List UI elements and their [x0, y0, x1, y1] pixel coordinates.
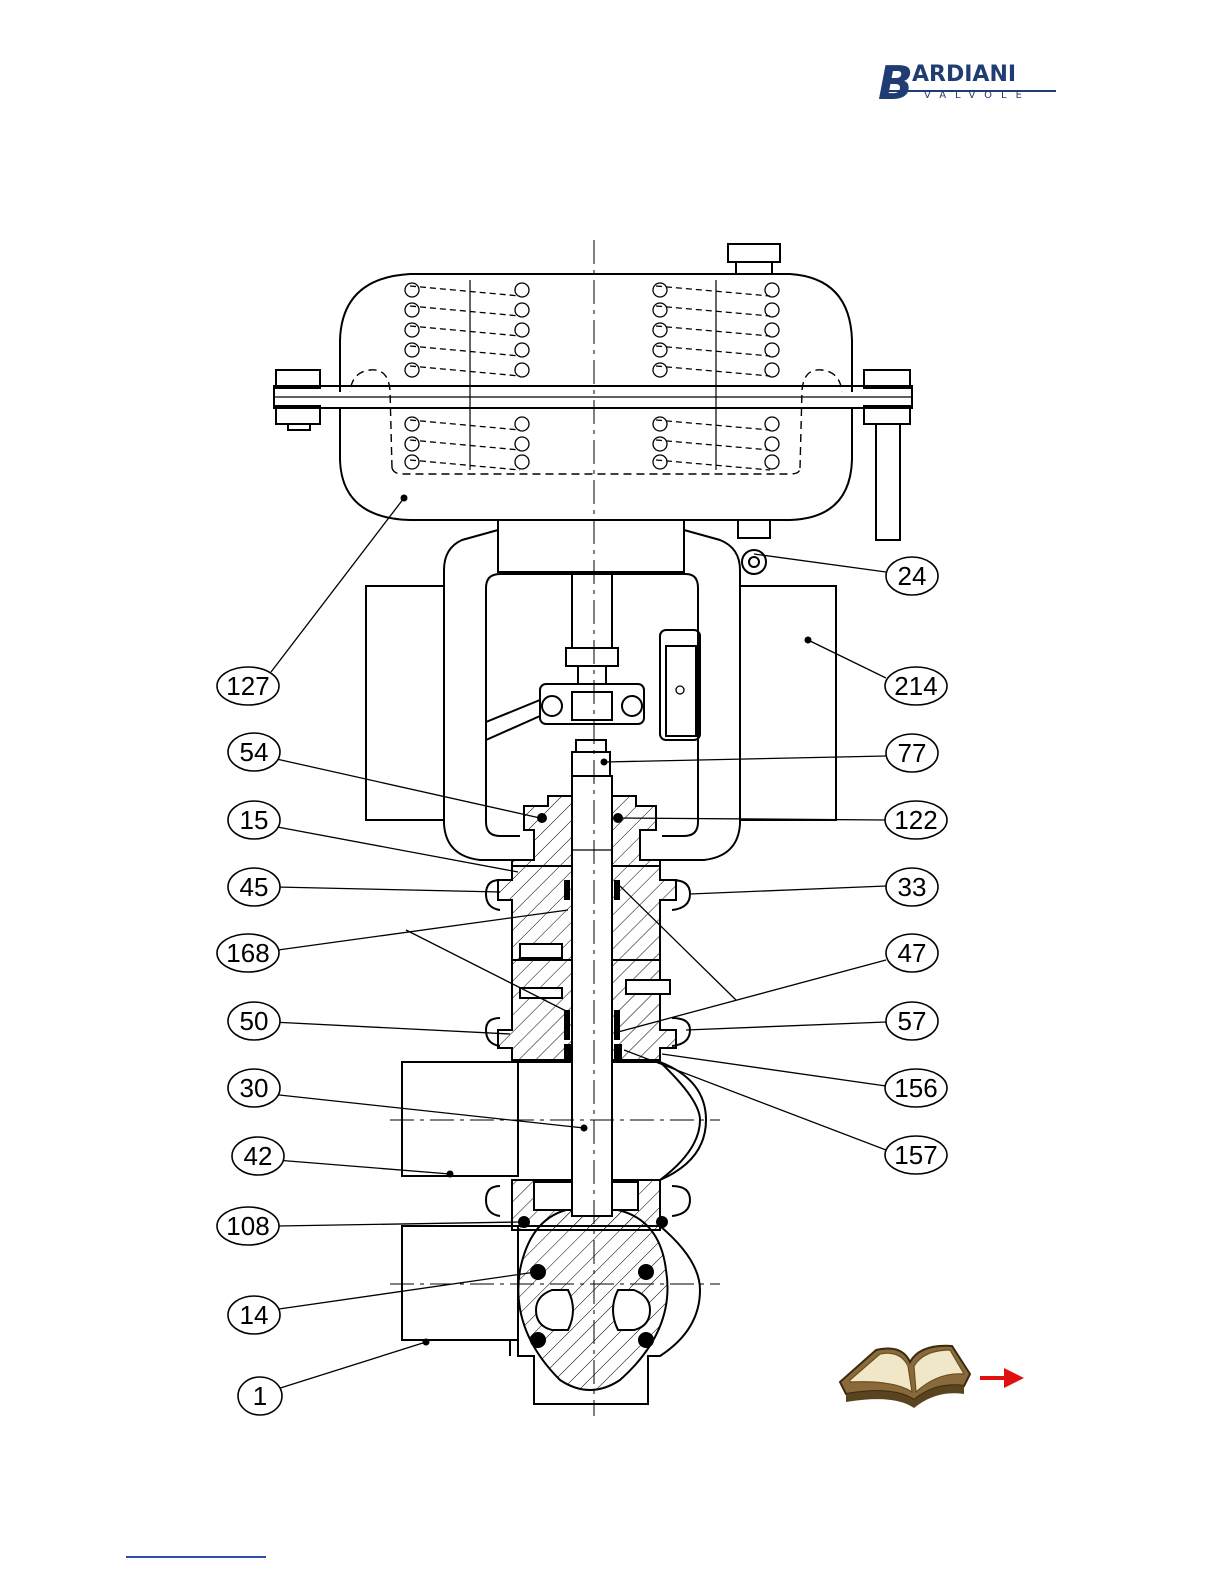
callout-label: 14 — [240, 1300, 269, 1330]
callout-label: 1 — [253, 1381, 267, 1411]
callout-label: 24 — [898, 561, 927, 591]
callout-label: 57 — [898, 1006, 927, 1036]
callout-168: 168 — [217, 934, 279, 972]
callout-15: 15 — [228, 801, 280, 839]
actuator — [274, 244, 912, 574]
callout-50: 50 — [228, 1002, 280, 1040]
callout-label: 15 — [240, 805, 269, 835]
callout-label: 214 — [894, 671, 937, 701]
callout-label: 50 — [240, 1006, 269, 1036]
callout-156: 156 — [885, 1069, 947, 1107]
callout-label: 54 — [240, 737, 269, 767]
callout-label: 45 — [240, 872, 269, 902]
callout-127: 127 — [217, 667, 279, 705]
callout-label: 127 — [226, 671, 269, 701]
callout-label: 77 — [898, 738, 927, 768]
callout-1: 1 — [238, 1377, 282, 1415]
callout-157: 157 — [885, 1136, 947, 1174]
callout-108: 108 — [217, 1207, 279, 1245]
open-book-icon[interactable] — [840, 1346, 970, 1408]
callout-54: 54 — [228, 733, 280, 771]
valve-body — [390, 240, 720, 1416]
bottom-link-underline[interactable] — [126, 1556, 266, 1558]
callout-42: 42 — [232, 1137, 284, 1175]
callout-122: 122 — [885, 801, 947, 839]
callout-33: 33 — [886, 868, 938, 906]
callout-30: 30 — [228, 1069, 280, 1107]
callout-label: 156 — [894, 1073, 937, 1103]
callout-47: 47 — [886, 934, 938, 972]
callout-214: 214 — [885, 667, 947, 705]
callout-77: 77 — [886, 734, 938, 772]
callout-label: 42 — [244, 1141, 273, 1171]
callout-24: 24 — [886, 557, 938, 595]
callout-label: 122 — [894, 805, 937, 835]
callout-label: 108 — [226, 1211, 269, 1241]
callout-label: 157 — [894, 1140, 937, 1170]
arrow-right-icon[interactable] — [980, 1368, 1024, 1388]
callout-57: 57 — [886, 1002, 938, 1040]
callout-label: 168 — [226, 938, 269, 968]
callout-label: 30 — [240, 1073, 269, 1103]
callout-label: 47 — [898, 938, 927, 968]
callout-label: 33 — [898, 872, 927, 902]
callout-45: 45 — [228, 868, 280, 906]
callout-14: 14 — [228, 1296, 280, 1334]
